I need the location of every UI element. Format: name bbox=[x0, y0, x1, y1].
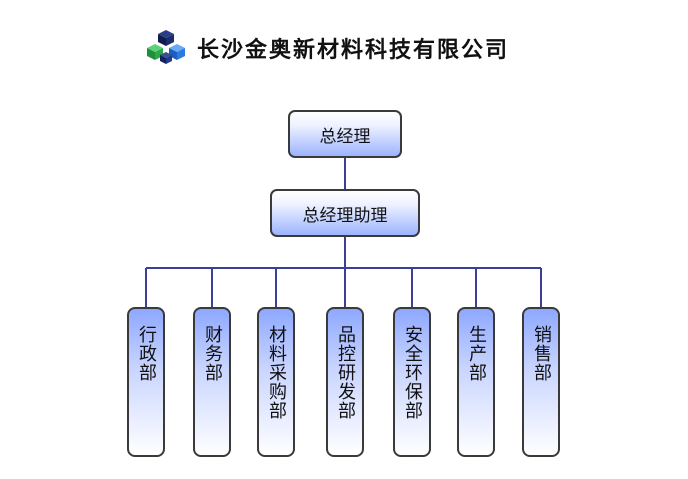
department-node: 材料采购部 bbox=[257, 307, 295, 457]
department-label: 行政部 bbox=[136, 325, 157, 382]
department-label: 财务部 bbox=[202, 325, 223, 382]
department-label: 材料采购部 bbox=[266, 325, 287, 420]
department-node: 销售部 bbox=[522, 307, 560, 457]
department-label: 安全环保部 bbox=[402, 325, 423, 420]
company-name: 长沙金奥新材料科技有限公司 bbox=[197, 38, 510, 63]
department-node: 行政部 bbox=[127, 307, 165, 457]
department-label: 品控研发部 bbox=[335, 325, 356, 420]
header: 长沙金奥新材料科技有限公司 bbox=[145, 28, 509, 68]
department-label: 生产部 bbox=[466, 325, 487, 382]
cube-cluster-logo-icon bbox=[147, 30, 185, 64]
general-manager-node: 总经理 bbox=[288, 110, 402, 158]
assistant-manager-label: 总经理助理 bbox=[302, 205, 388, 226]
department-node: 品控研发部 bbox=[326, 307, 364, 457]
department-label: 销售部 bbox=[531, 325, 552, 382]
general-manager-label: 总经理 bbox=[319, 126, 371, 147]
assistant-manager-node: 总经理助理 bbox=[270, 189, 420, 237]
department-node: 财务部 bbox=[193, 307, 231, 457]
department-node: 安全环保部 bbox=[393, 307, 431, 457]
department-node: 生产部 bbox=[457, 307, 495, 457]
